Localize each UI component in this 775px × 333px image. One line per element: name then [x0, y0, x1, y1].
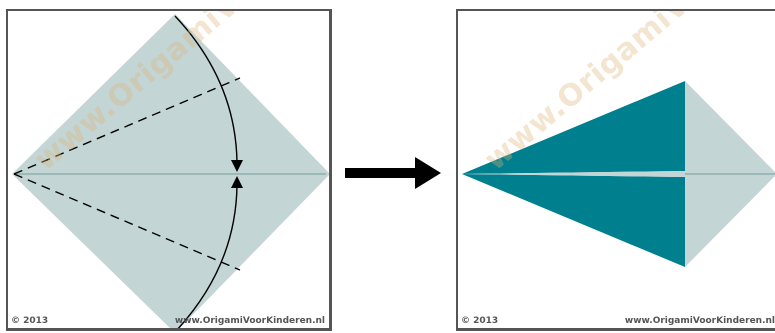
site-label: www.OrigamiVoorKinderen.nl — [175, 316, 325, 326]
right-arrow-icon — [345, 155, 443, 191]
folded-flap-bottom — [462, 174, 685, 267]
step-panel-after: www.OrigamiVoorKinderen.nl © 2013 www.Or… — [456, 9, 775, 331]
site-label: www.OrigamiVoorKinderen.nl — [625, 316, 775, 326]
step-panel-before: www.OrigamiVoorKinderen.nl © 2013 www.Or… — [6, 9, 332, 331]
copyright-label: © 2013 — [11, 316, 48, 326]
copyright-label: © 2013 — [461, 316, 498, 326]
